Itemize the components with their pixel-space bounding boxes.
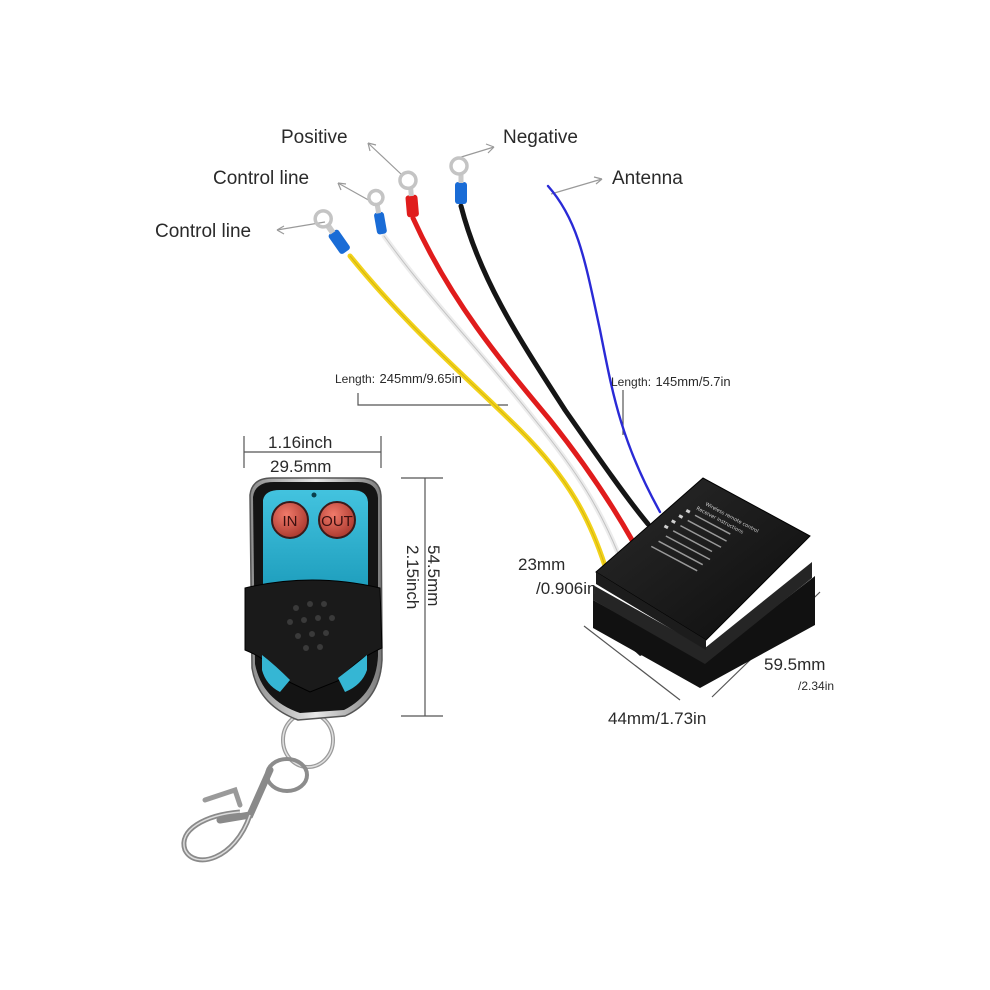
ring-terminal-icon	[313, 156, 469, 254]
box-width-label: 44mm/1.73in	[608, 709, 707, 728]
antenna-length-label: Length: 145mm/5.7in	[611, 374, 731, 390]
antenna-length-value: 145mm/5.7in	[655, 374, 731, 389]
receiver-box: Wireless remote control Receiver instruc…	[593, 477, 815, 688]
box-length-inch: /2.34in	[798, 679, 835, 693]
remote-width-mm: 29.5mm	[270, 457, 332, 476]
red-positive-wire	[410, 215, 635, 543]
keychain-clip-icon	[181, 711, 335, 863]
wires	[347, 184, 662, 569]
lead-length-prefix: Length:	[335, 372, 376, 386]
box-height-mm: 23mm	[518, 555, 566, 574]
control-line-bottom-label: Control line	[155, 221, 252, 242]
label-pointers	[276, 142, 603, 235]
negative-label: Negative	[503, 127, 578, 148]
white-control-wire	[381, 233, 621, 556]
out-button	[318, 501, 356, 539]
blue-antenna-wire	[546, 184, 662, 514]
in-button-label: IN	[283, 513, 298, 530]
antenna-length-prefix: Length:	[611, 375, 652, 389]
box-length-mm: 59.5mm	[764, 655, 826, 674]
remote-width-inch: 1.16inch	[268, 433, 333, 452]
out-button-label: OUT	[321, 513, 353, 530]
box-height-inch: /0.906in	[536, 579, 597, 598]
remote-height-inch: 2.15inch	[403, 545, 422, 610]
lead-length-label: Length: 245mm/9.65in	[335, 371, 462, 387]
control-line-top-label: Control line	[213, 168, 310, 189]
remote-height-mm: 54.5mm	[424, 545, 443, 607]
positive-label: Positive	[281, 127, 348, 148]
remote-control: IN OUT	[244, 477, 383, 721]
lead-length-value: 245mm/9.65in	[379, 371, 462, 386]
antenna-label: Antenna	[612, 168, 683, 189]
in-button	[271, 501, 309, 539]
black-negative-wire	[458, 203, 651, 527]
